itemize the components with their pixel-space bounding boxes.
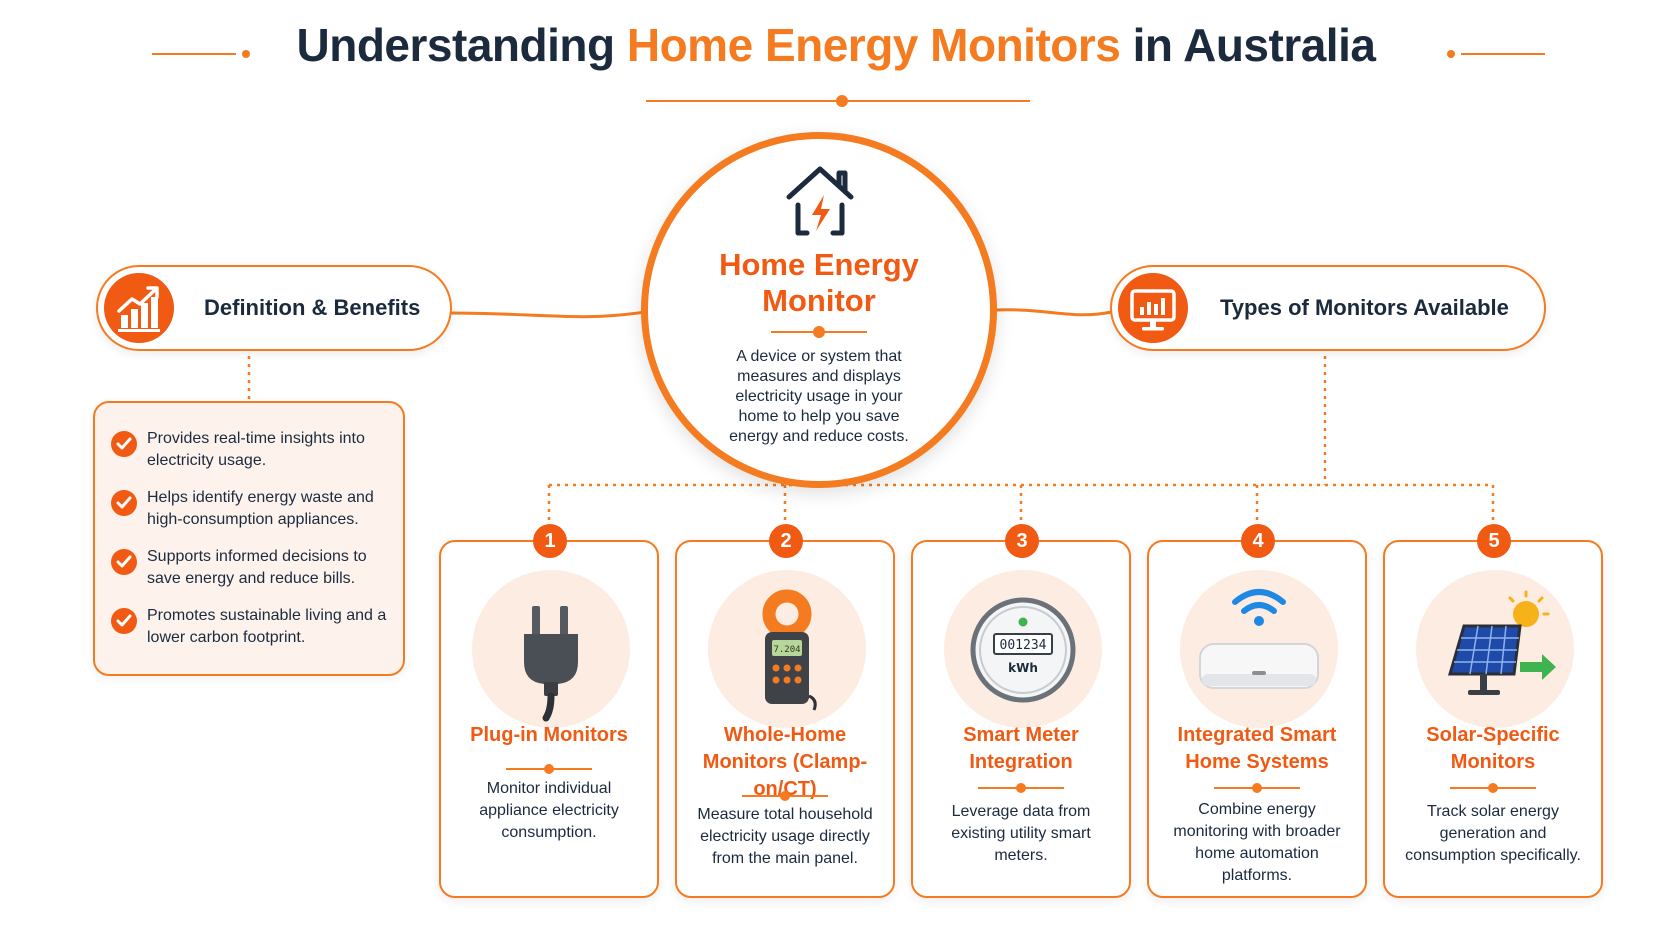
check-icon — [111, 549, 137, 575]
benefit-text: Helps identify energy waste and high-con… — [147, 489, 374, 528]
title-deco-line-left — [152, 53, 236, 55]
benefit-text: Provides real-time insights into electri… — [147, 430, 365, 469]
card-description: Leverage data from existing utility smar… — [951, 803, 1091, 864]
pill-icon-container — [1118, 273, 1188, 343]
title-deco-dot-right — [1447, 50, 1455, 58]
bar-chart-growth-icon — [117, 286, 160, 332]
center-divider-dot — [813, 326, 825, 338]
type-card-whole-home: 2 7.204 Whole-Home Monitors (Clamp-on/CT… — [675, 524, 895, 898]
benefit-item: Promotes sustainable living and a lower … — [111, 605, 396, 653]
type-card-integrated-smart-home: 4 Integrated Smart Home Systems Combine … — [1147, 524, 1367, 898]
check-icon — [111, 608, 137, 634]
card-icon-disc: 001234 kWh — [944, 570, 1102, 728]
types-pill: Types of Monitors Available — [1110, 265, 1546, 351]
card-number-badge: 1 — [533, 524, 567, 558]
benefit-item: Supports informed decisions to save ener… — [111, 546, 396, 594]
type-card-plug-in: 1 Plug-in Monitors Monitor individual ap… — [439, 524, 659, 898]
benefit-item: Provides real-time insights into electri… — [111, 428, 396, 476]
benefit-item: Helps identify energy waste and high-con… — [111, 487, 396, 535]
pill-icon-container — [104, 273, 174, 343]
card-icon-disc — [472, 570, 630, 728]
card-description: Measure total household electricity usag… — [697, 806, 873, 867]
house-lightning-icon — [786, 166, 854, 236]
smart-hub-wifi-icon — [1199, 589, 1319, 689]
type-card-smart-meter: 3 001234 kWh Smart Meter Integration Lev… — [911, 524, 1131, 898]
smart-meter-reading: 001234 — [1000, 638, 1047, 653]
connector-right — [994, 308, 1113, 317]
card-number-badge: 5 — [1477, 524, 1511, 558]
title-underline-dot — [836, 95, 848, 107]
card-title: Integrated Smart Home Systems — [1177, 724, 1337, 773]
card-icon-disc — [1180, 570, 1338, 728]
card-number-badge: 4 — [1241, 524, 1275, 558]
benefits-list: Provides real-time insights into electri… — [93, 401, 405, 676]
card-title: Whole-Home Monitors (Clamp-on/CT) — [702, 724, 868, 800]
title-container: Understanding Home Energy Monitors in Au… — [0, 18, 1672, 72]
center-title: Home Energy Monitor — [719, 247, 919, 318]
monitor-chart-icon — [1130, 289, 1176, 331]
card-description: Track solar energy generation and consum… — [1405, 803, 1581, 864]
definition-benefits-label: Definition & Benefits — [204, 295, 421, 320]
card-divider-dot — [1488, 783, 1498, 793]
card-divider-dot — [1016, 783, 1026, 793]
clamp-meter-reading: 7.204 — [773, 645, 800, 655]
connector-left — [449, 310, 646, 319]
smart-meter-unit: kWh — [1008, 661, 1038, 675]
solar-panel-icon — [1448, 590, 1556, 695]
types-label: Types of Monitors Available — [1220, 295, 1509, 320]
benefit-text: Supports informed decisions to save ener… — [147, 548, 367, 587]
card-divider-dot — [1252, 783, 1262, 793]
card-description: Combine energy monitoring with broader h… — [1173, 801, 1341, 884]
type-card-solar-specific: 5 Solar-Specific Monitors Track solar en… — [1383, 524, 1603, 898]
check-icon — [111, 490, 137, 516]
card-divider-dot — [544, 764, 554, 774]
card-divider-dot — [780, 791, 790, 801]
card-title: Smart Meter Integration — [963, 724, 1079, 773]
title-accent: Home Energy Monitors — [626, 19, 1121, 71]
card-title: Solar-Specific Monitors — [1426, 724, 1560, 773]
title-part-1: Understanding — [296, 19, 627, 71]
check-icon — [111, 431, 137, 457]
title-part-2: in Australia — [1120, 19, 1376, 71]
plug-icon — [524, 606, 578, 722]
central-concept: Home Energy Monitor A device or system t… — [641, 132, 997, 488]
page-title: Understanding Home Energy Monitors in Au… — [297, 18, 1376, 72]
card-title: Plug-in Monitors — [470, 724, 628, 746]
definition-benefits-pill: Definition & Benefits — [96, 265, 452, 351]
card-description: Monitor individual appliance electricity… — [479, 780, 619, 841]
clamp-meter-icon: 7.204 — [762, 589, 817, 711]
card-icon-disc — [1416, 570, 1574, 728]
card-number-badge: 2 — [769, 524, 803, 558]
card-number-badge: 3 — [1005, 524, 1039, 558]
card-icon-disc: 7.204 — [708, 570, 866, 728]
title-deco-dot-left — [242, 50, 250, 58]
title-deco-line-right — [1461, 53, 1545, 55]
benefit-text: Promotes sustainable living and a lower … — [147, 607, 387, 646]
smart-meter-icon: 001234 kWh — [970, 597, 1076, 703]
center-description: A device or system that measures and dis… — [729, 348, 909, 445]
